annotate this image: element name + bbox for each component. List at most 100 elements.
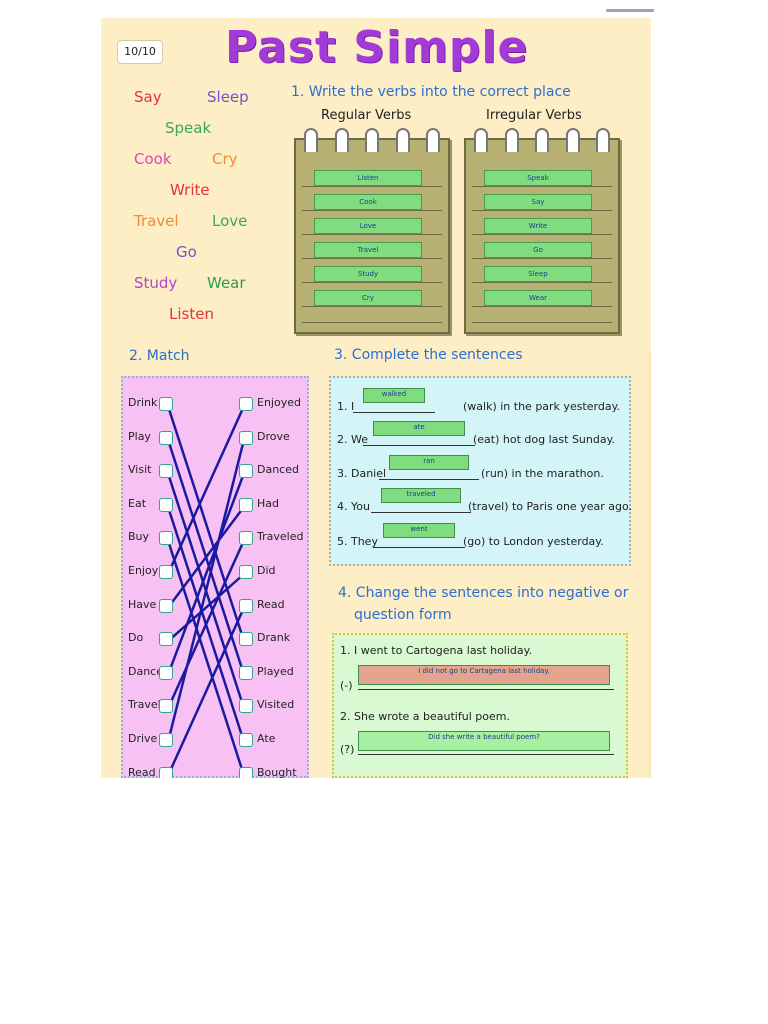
ring-icon — [426, 128, 440, 152]
notepad-rule — [472, 210, 612, 211]
sentence-answer-field[interactable]: traveled — [381, 488, 461, 503]
irregular-verb-cell[interactable]: Write — [484, 218, 592, 234]
match-left-word: Travel — [128, 698, 161, 712]
scrollbar-indicator — [606, 9, 654, 12]
regular-verb-cell[interactable]: Study — [314, 266, 422, 282]
negative-question-box: 1. I went to Cartogena last holiday. (-)… — [332, 633, 628, 778]
ring-icon — [334, 128, 349, 152]
match-left-word: Drink — [128, 396, 158, 409]
answer-underline — [353, 412, 435, 413]
irregular-verb-cell[interactable]: Speak — [484, 170, 592, 186]
match-right-checkbox[interactable] — [239, 598, 253, 613]
neg-marker-1: (-) — [340, 679, 353, 692]
regular-verb-cell[interactable]: Cook — [314, 194, 422, 210]
match-right-checkbox[interactable] — [239, 531, 253, 546]
match-right-checkbox[interactable] — [239, 665, 253, 680]
sentence-start: 5. They — [337, 535, 378, 548]
match-right-checkbox[interactable] — [239, 430, 253, 445]
ring-icon — [504, 128, 519, 152]
section4-title-line1: 4. Change the sentences into negative or — [338, 585, 629, 601]
worksheet: 10/10 Past Simple Say Sleep Speak Cook C… — [101, 18, 651, 778]
regular-verb-cell[interactable]: Cry — [314, 290, 422, 306]
regular-verb-cell[interactable]: Listen — [314, 170, 422, 186]
match-left-checkbox[interactable] — [159, 632, 173, 647]
word-bank-item: Listen — [169, 305, 214, 323]
ring-icon — [395, 128, 410, 152]
match-connector-line — [166, 472, 246, 676]
match-left-checkbox[interactable] — [159, 565, 173, 579]
sentence-answer-field[interactable]: ate — [373, 421, 465, 436]
irregular-verb-cell[interactable]: Sleep — [484, 266, 592, 282]
neg-answer-field-2[interactable]: Did she write a beautiful poem? — [358, 731, 610, 751]
answer-underline — [379, 479, 479, 480]
match-connector-line — [167, 573, 245, 643]
irregular-verb-cell[interactable]: Go — [484, 242, 592, 258]
match-right-checkbox[interactable] — [239, 766, 253, 778]
match-connector-line — [166, 439, 246, 743]
notepad-rule — [472, 234, 612, 235]
match-right-checkbox[interactable] — [239, 565, 253, 579]
notepad-rings — [304, 128, 440, 152]
sentence-answer-field[interactable]: walked — [363, 388, 425, 403]
match-left-word: Buy — [128, 530, 150, 544]
ring-icon — [365, 128, 379, 152]
sentence-start: 4. You — [337, 500, 370, 513]
match-left-checkbox[interactable] — [159, 733, 173, 747]
match-right-checkbox[interactable] — [239, 497, 253, 512]
match-left-word: Play — [128, 429, 151, 443]
regular-verb-cell[interactable]: Love — [314, 218, 422, 234]
sentence-start: 3. Daniel — [337, 467, 387, 480]
irregular-verb-cell[interactable]: Wear — [484, 290, 592, 306]
sentence-end: (walk) in the park yesterday. — [463, 400, 621, 413]
score-badge: 10/10 — [117, 40, 163, 64]
match-left-checkbox[interactable] — [159, 598, 173, 613]
notepad-rule — [472, 306, 612, 307]
irregular-verb-cell[interactable]: Say — [484, 194, 592, 210]
word-bank-item: Write — [170, 181, 210, 199]
sentence-start: 2. We — [337, 433, 368, 446]
match-right-checkbox[interactable] — [239, 397, 253, 411]
match-left-word: Read — [128, 765, 156, 778]
match-connector-line — [166, 540, 246, 776]
answer-underline — [363, 445, 475, 446]
match-left-checkbox[interactable] — [159, 531, 173, 546]
match-right-word: Did — [257, 564, 276, 577]
match-left-word: Do — [128, 631, 144, 645]
match-left-checkbox[interactable] — [159, 665, 173, 680]
match-left-checkbox[interactable] — [159, 397, 173, 411]
word-bank-item: Cook — [134, 150, 172, 168]
regular-verbs-heading: Regular Verbs — [321, 108, 412, 123]
match-left-checkbox[interactable] — [159, 699, 173, 714]
match-left-checkbox[interactable] — [159, 497, 173, 512]
notepad-rule — [472, 322, 612, 323]
match-left-checkbox[interactable] — [159, 430, 173, 445]
word-bank-item: Cry — [212, 150, 238, 168]
word-bank-item: Sleep — [207, 88, 249, 106]
match-right-checkbox[interactable] — [239, 699, 253, 714]
sentence-end: (travel) to Paris one year ago. — [468, 500, 632, 513]
regular-verb-cell[interactable]: Travel — [314, 242, 422, 258]
ring-icon — [565, 128, 580, 152]
match-right-checkbox[interactable] — [239, 632, 253, 647]
match-right-checkbox[interactable] — [239, 464, 253, 479]
match-right-word: Drove — [257, 429, 290, 443]
neg-marker-2: (?) — [340, 743, 355, 756]
sentence-end: (go) to London yesterday. — [463, 535, 604, 548]
neg-answer-field-1[interactable]: I did not go to Cartagena last holiday. — [358, 665, 610, 685]
match-left-word: Dance — [128, 664, 163, 678]
section4-title-line2: question form — [354, 607, 452, 623]
notepad-rule — [302, 282, 442, 283]
match-left-checkbox[interactable] — [159, 766, 173, 778]
word-bank-item: Travel — [134, 212, 179, 230]
match-right-word: Enjoyed — [257, 396, 301, 409]
sentence-answer-field[interactable]: went — [383, 523, 455, 538]
sentence-answer-field[interactable]: ran — [389, 455, 469, 470]
match-left-checkbox[interactable] — [159, 464, 173, 479]
match-right-checkbox[interactable] — [239, 733, 253, 747]
match-right-word: Ate — [257, 732, 276, 745]
answer-underline — [373, 547, 465, 548]
notepad-rings — [474, 128, 610, 152]
match-left-word: Visit — [128, 463, 152, 477]
